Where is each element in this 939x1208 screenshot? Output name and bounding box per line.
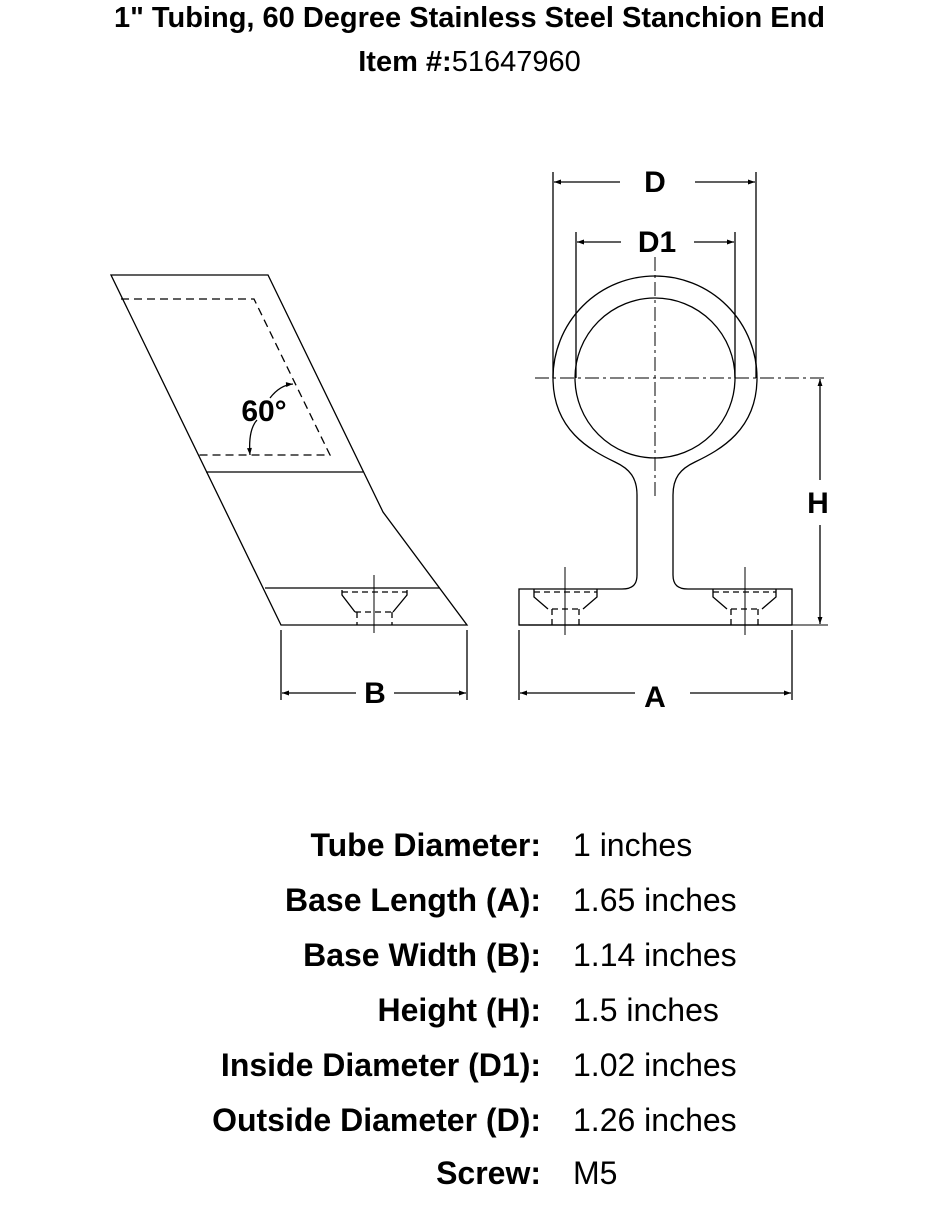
spec-value: 1.65 inches [573,882,737,918]
dim-b-label: B [364,677,386,710]
spec-row: Base Width (B): 1.14 inches [0,935,939,990]
front-view [518,257,828,635]
item-number-line: Item #:51647960 [0,45,939,79]
dim-d-label: D [644,166,666,199]
technical-drawing: 60° B A D D1 H [109,166,829,714]
spec-label: Screw: [436,1155,541,1191]
spec-row: Inside Diameter (D1): 1.02 inches [0,1045,939,1100]
dimension-d [552,172,757,378]
spec-value: M5 [573,1155,618,1191]
dimension-d1 [575,232,736,378]
spec-label: Base Length (A): [285,882,541,918]
spec-value: 1.5 inches [573,992,719,1028]
spec-value: 1.26 inches [573,1102,737,1138]
dimension-b [280,630,468,700]
spec-label: Tube Diameter: [310,827,541,863]
dim-d1-label: D1 [638,226,676,259]
spec-label: Height (H): [377,992,541,1028]
angle-label: 60° [241,395,286,428]
spec-label: Outside Diameter (D): [212,1102,541,1138]
spec-label: Base Width (B): [303,937,541,973]
dimension-a [518,630,793,700]
spec-label: Inside Diameter (D1): [220,1047,541,1083]
spec-row: Tube Diameter: 1 inches [0,825,939,880]
dim-h-label: H [807,487,829,520]
spec-value: 1.14 inches [573,937,737,973]
side-view [109,274,469,633]
product-title: 1" Tubing, 60 Degree Stainless Steel Sta… [114,2,825,34]
spec-value: 1 inches [573,827,693,863]
spec-row: Outside Diameter (D): 1.26 inches [0,1100,939,1155]
spec-row: Height (H): 1.5 inches [0,990,939,1045]
dim-a-label: A [644,681,666,714]
item-number: 51647960 [451,46,581,78]
spec-row: Screw: M5 [0,1153,939,1208]
spec-value: 1.02 inches [573,1047,737,1083]
spec-row: Base Length (A): 1.65 inches [0,880,939,935]
item-label: Item #: [358,46,452,78]
